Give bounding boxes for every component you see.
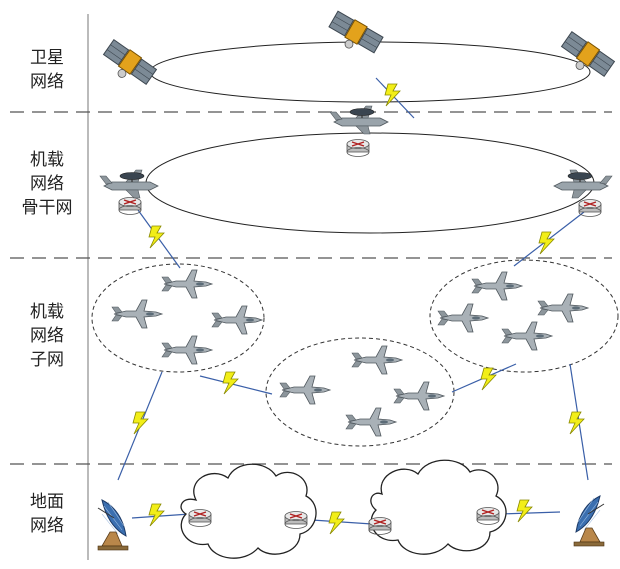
layer-label-satellite: 卫星 网络: [30, 48, 64, 92]
satellite-icon: [97, 9, 616, 93]
layer-label-airborne-backbone: 机载 网络 骨干网: [21, 150, 73, 218]
layer-dividers: [10, 111, 612, 465]
subnet-left: [91, 263, 265, 373]
cloud-icon: [180, 459, 507, 559]
layer-label-airborne-subnet: 机载 网络 子网: [30, 302, 64, 370]
fighter-jet-icon: [111, 269, 589, 437]
backbone-ring: [145, 132, 595, 234]
subnet-center: [265, 337, 455, 447]
subnet-right: [429, 259, 619, 373]
layer-label-ground: 地面 网络: [30, 492, 64, 536]
